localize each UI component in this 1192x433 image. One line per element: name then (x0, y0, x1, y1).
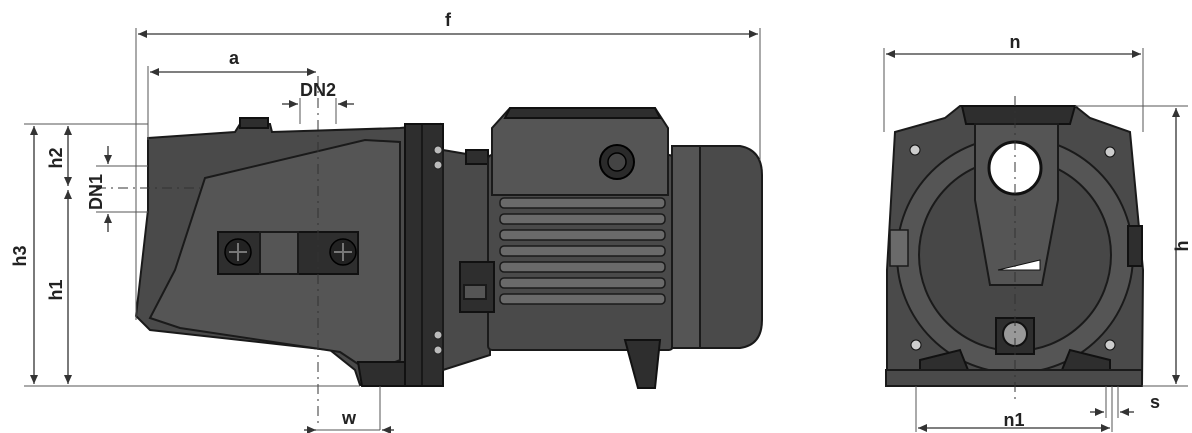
dimension-h3: h3 (10, 126, 38, 384)
label-w: w (341, 408, 357, 428)
cooling-fins (499, 197, 666, 305)
dimension-n1: n1 (915, 386, 1113, 432)
label-s: s (1150, 392, 1160, 412)
adapter-boss (465, 149, 489, 165)
label-h3: h3 (10, 245, 30, 266)
dimension-f: f (135, 10, 761, 320)
screw-left-icon (224, 238, 252, 266)
label-n1: n1 (1003, 410, 1024, 430)
dimension-dn1: DN1 (86, 146, 112, 232)
side-view: f a DN2 h3 h2 (10, 10, 763, 433)
dimension-h1: h1 (46, 190, 72, 384)
label-n: n (1010, 32, 1021, 52)
pump-casing (134, 117, 444, 387)
label-h: h (1172, 241, 1192, 252)
end-view: n h n1 s (883, 32, 1192, 432)
dimension-h: h (1075, 105, 1192, 387)
motor (459, 107, 763, 389)
label-f: f (445, 10, 452, 30)
label-dn1: DN1 (86, 174, 106, 210)
adapter-neck (442, 148, 491, 372)
label-h2: h2 (46, 147, 66, 168)
dimension-s: s (1090, 386, 1160, 418)
dimension-n: n (883, 32, 1144, 132)
label-h1: h1 (46, 279, 66, 300)
dimension-h2: h2 (46, 126, 72, 186)
screw-right-icon (329, 238, 357, 266)
dimension-a: a (147, 48, 316, 140)
cable-gland-icon (599, 144, 635, 180)
label-dn2: DN2 (300, 80, 336, 100)
dimension-dn2: DN2 (282, 80, 354, 124)
label-a: a (229, 48, 240, 68)
dimension-w: w (304, 386, 394, 433)
